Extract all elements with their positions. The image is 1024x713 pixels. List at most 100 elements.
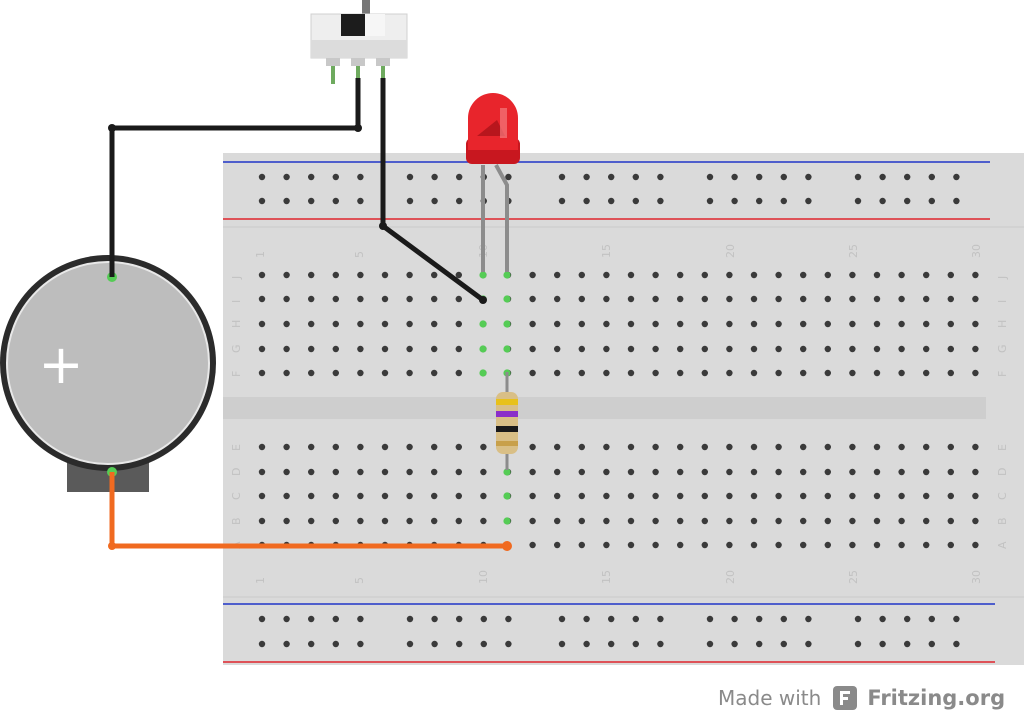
breadboard-hole bbox=[849, 345, 856, 353]
column-number-top: 1 bbox=[254, 251, 267, 258]
breadboard-hole bbox=[503, 345, 511, 353]
fritzing-brand-text: Fritzing.org bbox=[867, 686, 1006, 710]
breadboard-hole bbox=[972, 345, 979, 353]
breadboard-hole bbox=[456, 173, 463, 181]
breadboard-hole bbox=[529, 492, 536, 500]
breadboard-hole bbox=[283, 197, 290, 205]
wire-bend-point bbox=[108, 542, 116, 550]
breadboard-hole bbox=[849, 320, 856, 328]
breadboard-hole bbox=[904, 173, 911, 181]
breadboard-hole bbox=[972, 320, 979, 328]
breadboard-hole bbox=[898, 295, 905, 303]
breadboard-hole bbox=[824, 468, 831, 476]
breadboard-hole bbox=[357, 320, 364, 328]
breadboard-hole bbox=[706, 615, 714, 623]
coin-cell-battery[interactable]: + bbox=[0, 255, 216, 492]
breadboard-hole bbox=[357, 640, 364, 648]
breadboard-hole bbox=[677, 517, 684, 525]
slide-switch[interactable] bbox=[310, 0, 408, 84]
breadboard-hole bbox=[381, 517, 389, 525]
breadboard-hole bbox=[480, 615, 487, 623]
breadboard-hole bbox=[805, 173, 812, 181]
breadboard-hole bbox=[258, 640, 266, 648]
breadboard-hole bbox=[652, 320, 659, 328]
breadboard-hole bbox=[879, 173, 886, 181]
breadboard-hole bbox=[775, 369, 782, 377]
breadboard-hole bbox=[381, 295, 389, 303]
breadboard-hole bbox=[332, 369, 339, 377]
breadboard-holes bbox=[258, 173, 979, 648]
breadboard-hole bbox=[849, 271, 856, 279]
breadboard-hole bbox=[505, 615, 512, 623]
breadboard-hole bbox=[972, 271, 979, 279]
breadboard-labels: 1 5 10 15 20 25 30 1 5 10 15 20 25 30 J … bbox=[230, 244, 1009, 584]
black-wire-battery-to-switch[interactable] bbox=[109, 78, 361, 277]
resistor[interactable] bbox=[496, 372, 518, 470]
breadboard-hole bbox=[308, 271, 315, 279]
breadboard-hole bbox=[928, 197, 935, 205]
breadboard-hole bbox=[652, 295, 659, 303]
breadboard-hole bbox=[357, 443, 364, 451]
breadboard-hole bbox=[731, 640, 738, 648]
red-led[interactable] bbox=[466, 93, 520, 272]
breadboard-hole bbox=[898, 492, 905, 500]
breadboard-hole bbox=[652, 345, 659, 353]
breadboard-hole bbox=[775, 345, 782, 353]
breadboard-hole bbox=[677, 345, 684, 353]
breadboard-hole bbox=[529, 345, 536, 353]
column-number-bottom: 25 bbox=[847, 570, 860, 584]
breadboard-hole bbox=[849, 541, 856, 549]
breadboard-hole bbox=[800, 369, 807, 377]
breadboard-hole bbox=[608, 640, 615, 648]
breadboard-hole bbox=[677, 443, 684, 451]
breadboard-hole bbox=[923, 320, 930, 328]
breadboard-hole bbox=[283, 640, 290, 648]
breadboard-hole bbox=[503, 468, 511, 476]
breadboard-hole bbox=[480, 517, 487, 525]
breadboard-hole bbox=[756, 615, 763, 623]
breadboard-hole bbox=[554, 468, 561, 476]
breadboard-hole bbox=[558, 197, 566, 205]
breadboard-hole bbox=[627, 541, 635, 549]
breadboard-hole bbox=[652, 541, 659, 549]
breadboard-hole bbox=[608, 173, 615, 181]
breadboard-hole bbox=[480, 468, 487, 476]
breadboard-hole bbox=[726, 492, 733, 500]
center-channel bbox=[223, 397, 986, 419]
breadboard-hole bbox=[308, 320, 315, 328]
breadboard-hole bbox=[898, 443, 905, 451]
led-dome bbox=[468, 93, 518, 150]
breadboard-hole bbox=[632, 615, 639, 623]
fritzing-logo-icon bbox=[833, 686, 858, 710]
column-number-top: 5 bbox=[353, 251, 366, 258]
breadboard-hole bbox=[652, 468, 659, 476]
breadboard-hole bbox=[701, 443, 708, 451]
led-shine bbox=[500, 108, 507, 138]
breadboard-hole bbox=[258, 271, 266, 279]
breadboard-hole bbox=[529, 271, 536, 279]
battery-plus-symbol: + bbox=[38, 333, 83, 396]
resistor-band-1 bbox=[496, 399, 518, 405]
breadboard-hole bbox=[554, 541, 561, 549]
breadboard-hole bbox=[805, 640, 812, 648]
breadboard-hole bbox=[873, 443, 881, 451]
breadboard-hole bbox=[603, 517, 610, 525]
breadboard-hole bbox=[726, 443, 733, 451]
breadboard-hole bbox=[652, 517, 659, 525]
breadboard-hole bbox=[308, 517, 315, 525]
breadboard-hole bbox=[824, 295, 831, 303]
breadboard-hole bbox=[947, 295, 954, 303]
breadboard-hole bbox=[873, 345, 881, 353]
breadboard-hole bbox=[627, 369, 635, 377]
breadboard-hole bbox=[972, 492, 979, 500]
breadboard-hole bbox=[283, 615, 290, 623]
breadboard-hole bbox=[652, 492, 659, 500]
breadboard-hole bbox=[701, 271, 708, 279]
breadboard-hole bbox=[258, 615, 266, 623]
column-number-bottom: 5 bbox=[353, 577, 366, 584]
breadboard-hole bbox=[258, 443, 266, 451]
breadboard-hole bbox=[332, 295, 339, 303]
breadboard-hole bbox=[455, 492, 462, 500]
breadboard-hole bbox=[947, 345, 954, 353]
breadboard-hole bbox=[308, 443, 315, 451]
